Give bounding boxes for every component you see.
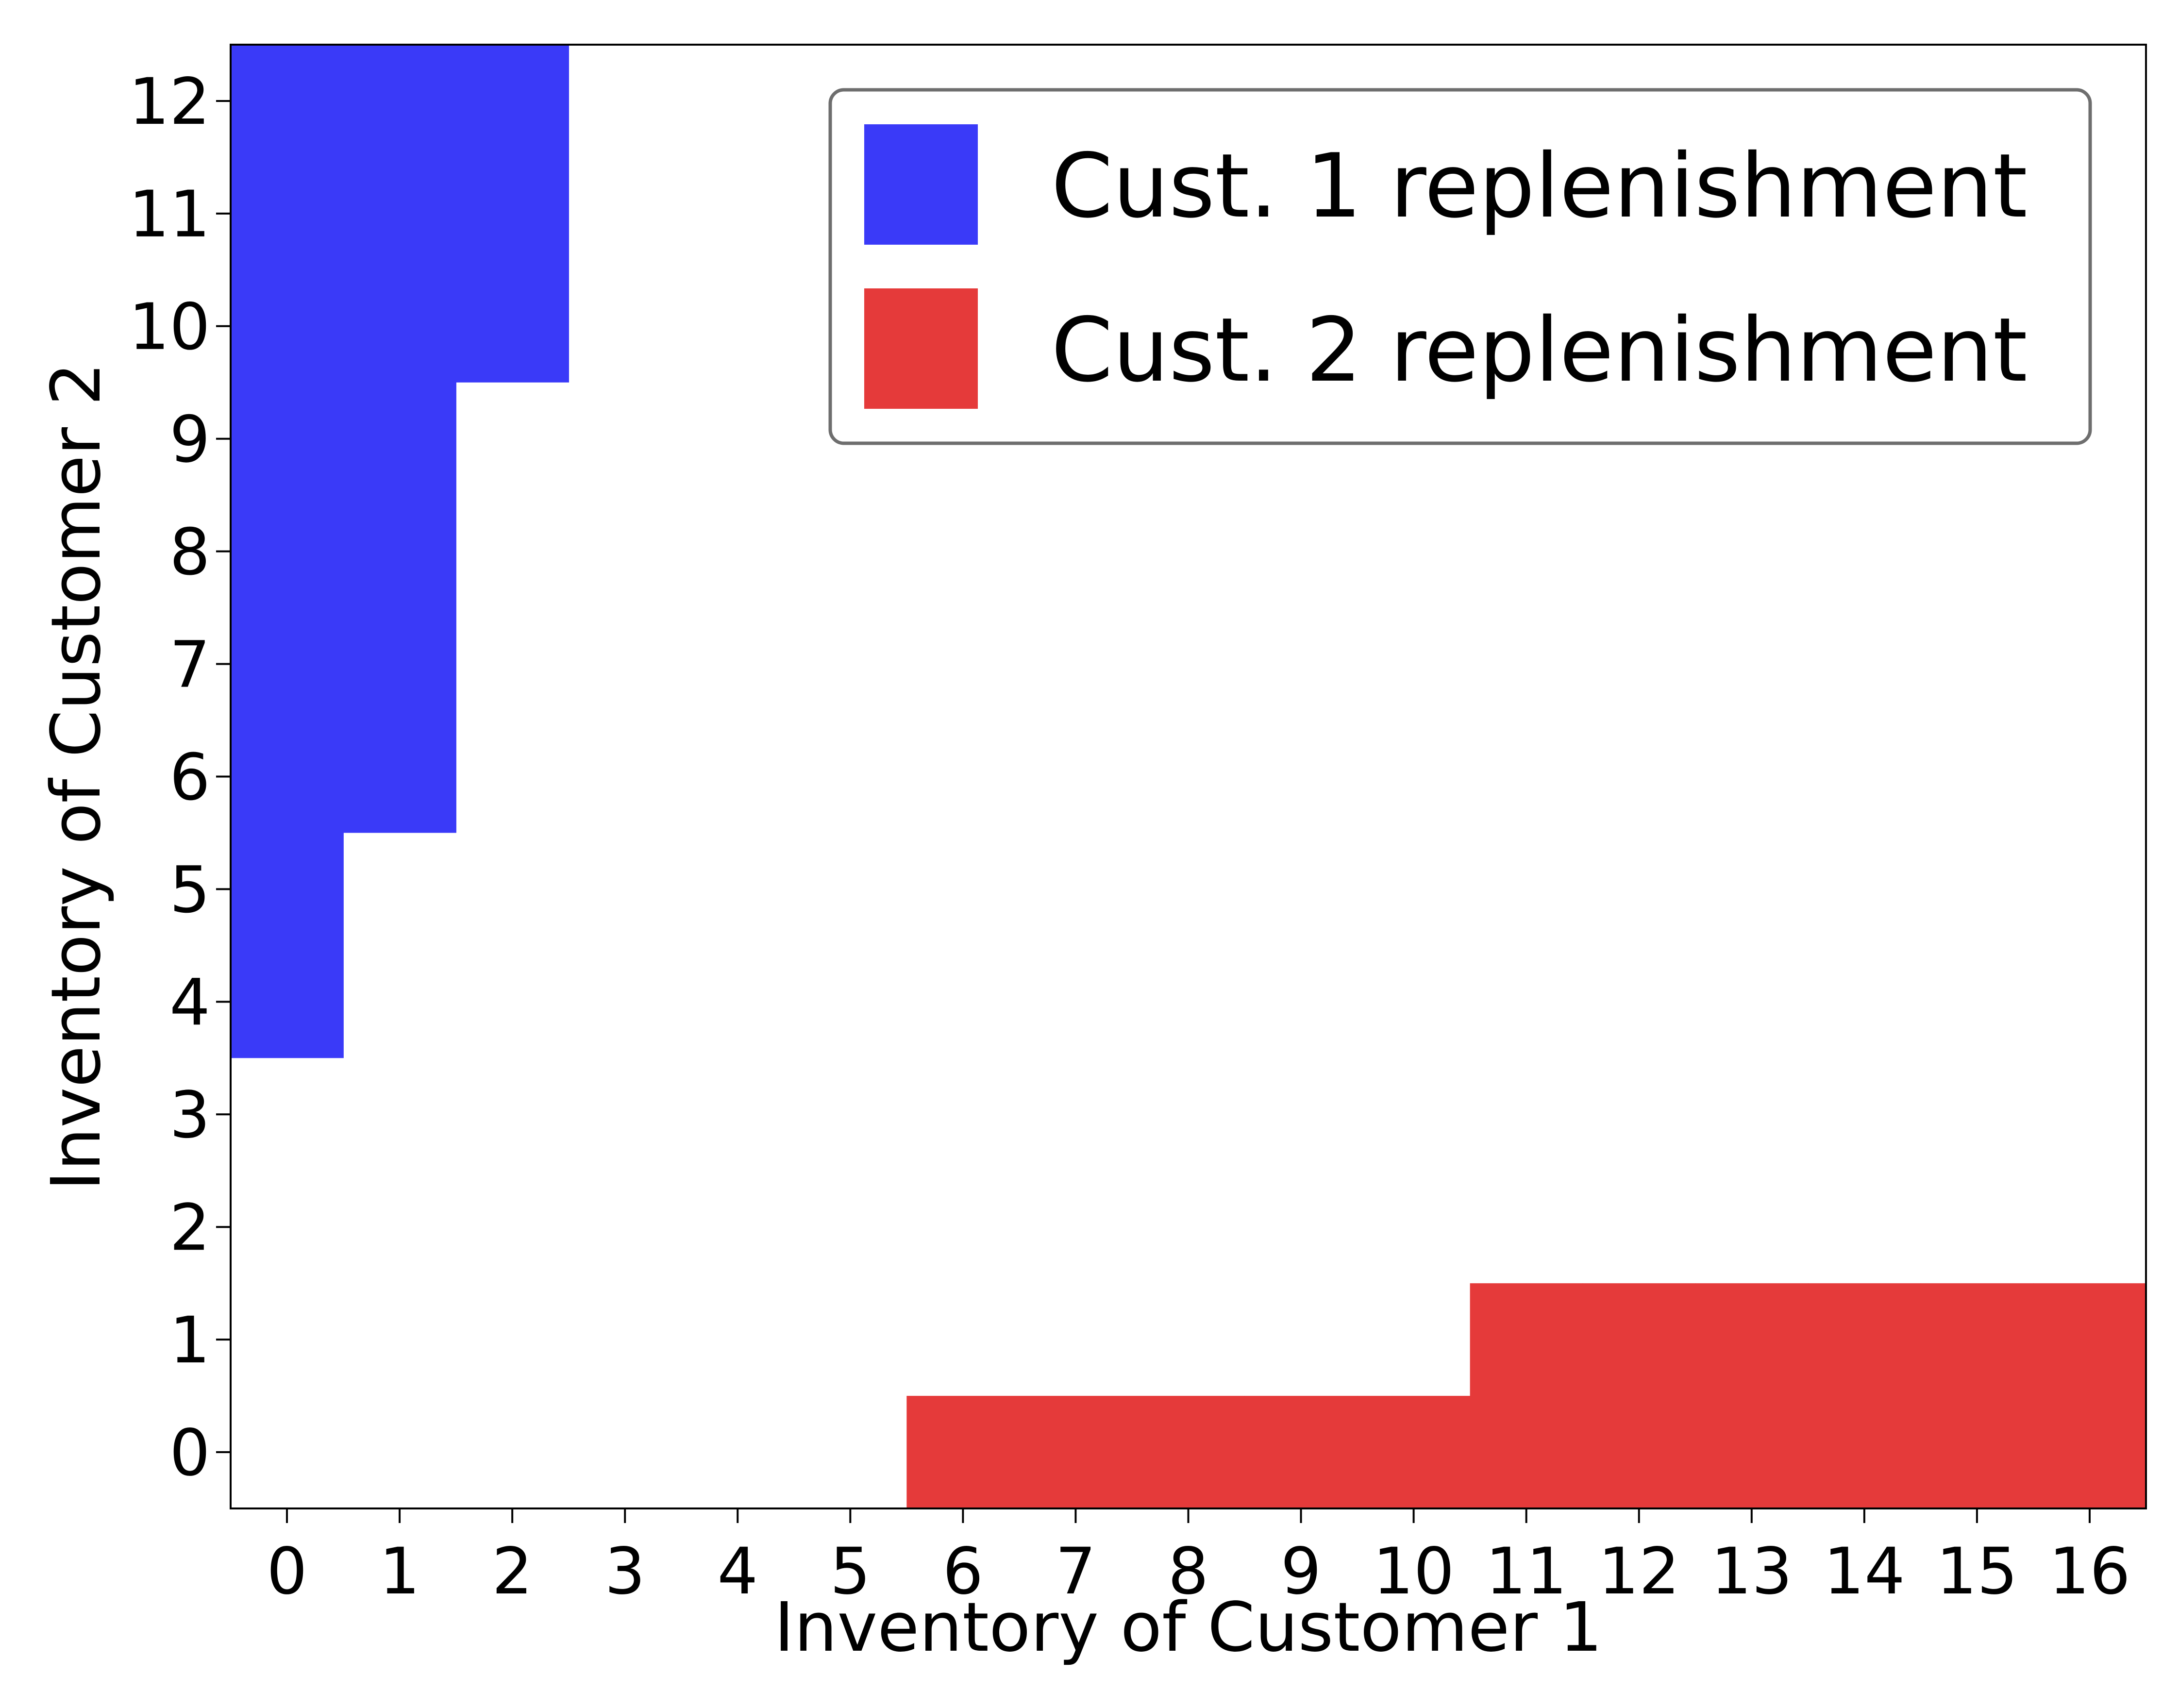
y-axis-title: Inventory of Customer 2 <box>37 362 116 1190</box>
cell-series2-x15 <box>1920 1283 2034 1508</box>
y-tick-label: 2 <box>169 1190 210 1265</box>
cell-series2-x13 <box>1695 1283 1809 1508</box>
y-tick-label: 7 <box>169 628 210 703</box>
x-tick-label: 15 <box>1936 1534 2018 1609</box>
x-tick-label: 13 <box>1711 1534 1793 1609</box>
x-tick-label: 0 <box>267 1534 307 1609</box>
y-tick-label: 11 <box>129 177 210 252</box>
legend: Cust. 1 replenishment Cust. 2 replenishm… <box>828 88 2092 445</box>
cell-series1-x1 <box>343 45 456 833</box>
x-tick-label: 6 <box>942 1534 983 1609</box>
cell-series2-x12 <box>1582 1283 1696 1508</box>
legend-swatch-cust-1 <box>864 124 978 245</box>
x-tick-label: 2 <box>492 1534 533 1609</box>
x-tick-label: 10 <box>1373 1534 1455 1609</box>
x-tick-label: 12 <box>1598 1534 1680 1609</box>
x-tick-label: 16 <box>2049 1534 2130 1609</box>
y-tick-label: 6 <box>169 740 210 815</box>
x-tick-label: 14 <box>1824 1534 1905 1609</box>
x-axis-title: Inventory of Customer 1 <box>774 1588 1602 1667</box>
cell-series2-x9 <box>1244 1396 1358 1508</box>
y-tick-label: 3 <box>169 1078 210 1153</box>
cell-series2-x7 <box>1019 1396 1133 1508</box>
x-tick-label: 3 <box>604 1534 645 1609</box>
legend-label-cust-2: Cust. 2 replenishment <box>1051 299 2028 402</box>
y-tick-label: 9 <box>169 402 210 477</box>
cell-series2-x14 <box>1808 1283 1921 1508</box>
legend-box <box>828 88 2092 445</box>
y-tick-label: 0 <box>169 1416 210 1490</box>
x-tick-label: 7 <box>1055 1534 1096 1609</box>
cell-series2-x8 <box>1132 1396 1245 1508</box>
legend-swatch-cust-2 <box>864 288 978 409</box>
x-tick-label: 9 <box>1281 1534 1322 1609</box>
x-tick-label: 11 <box>1486 1534 1567 1609</box>
y-tick-label: 12 <box>129 65 210 139</box>
cell-series2-x10 <box>1357 1396 1471 1508</box>
x-tick-label: 4 <box>717 1534 758 1609</box>
x-tick-label: 5 <box>830 1534 871 1609</box>
cell-series2-x6 <box>906 1396 1020 1508</box>
cell-series2-x11 <box>1470 1283 1583 1508</box>
x-tick-label: 1 <box>379 1534 420 1609</box>
cell-series1-x0 <box>231 45 344 1058</box>
y-tick-label: 1 <box>169 1303 210 1378</box>
x-tick-label: 8 <box>1168 1534 1209 1609</box>
cell-series2-x16 <box>2033 1283 2146 1508</box>
policy-cells <box>231 45 2146 1508</box>
y-tick-label: 5 <box>169 853 210 927</box>
y-tick-label: 4 <box>169 965 210 1040</box>
y-tick-label: 8 <box>169 515 210 590</box>
legend-label-cust-1: Cust. 1 replenishment <box>1051 134 2028 237</box>
y-tick-label: 10 <box>129 290 210 365</box>
cell-series1-x2 <box>456 45 569 383</box>
